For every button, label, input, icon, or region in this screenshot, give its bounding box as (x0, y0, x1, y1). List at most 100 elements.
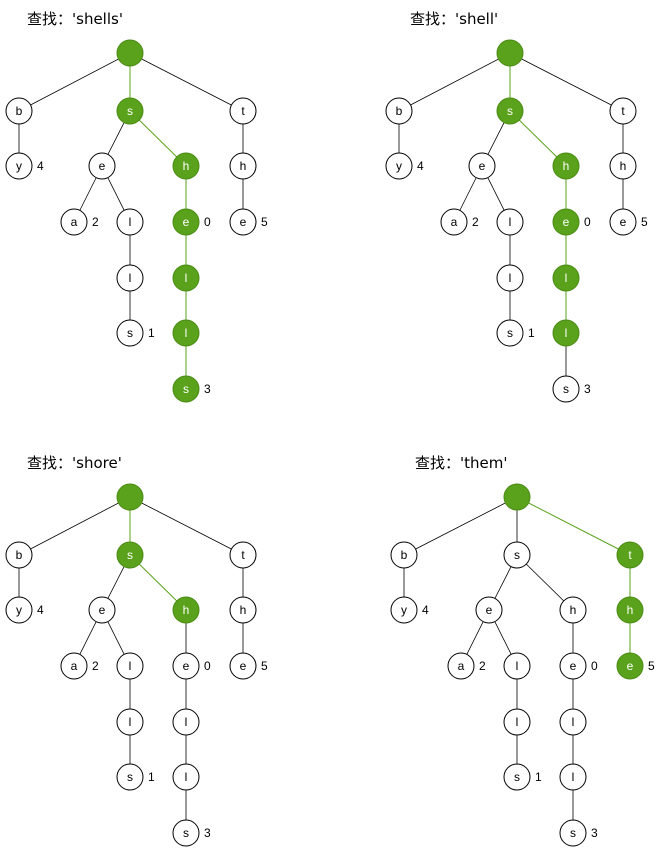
node-char-the: e (240, 659, 247, 673)
edge-root-b (403, 496, 518, 556)
node-char-sell: l (516, 715, 519, 729)
node-char-sells: s (127, 326, 133, 340)
node-char-th: h (620, 159, 627, 173)
node-char-se: e (486, 603, 493, 617)
node-t (609, 97, 637, 125)
node-value-she: 0 (584, 215, 591, 229)
node-root (503, 483, 531, 511)
panel-1-title: 查找：'shells' (27, 10, 123, 28)
node-char-s: s (127, 104, 133, 118)
node-value-by: 4 (37, 603, 44, 617)
node-by (385, 152, 413, 180)
node-value-she: 0 (204, 215, 211, 229)
node-char-sell: l (129, 271, 132, 285)
node-char-sell: l (509, 271, 512, 285)
node-shel (559, 708, 587, 736)
node-shells (172, 375, 200, 403)
node-sell (496, 264, 524, 292)
node-char-sh: h (570, 603, 577, 617)
node-char-the: e (620, 215, 627, 229)
node-she (172, 652, 200, 680)
node-sh (559, 596, 587, 624)
edge-root-t (516, 496, 631, 556)
node-sh (172, 596, 200, 624)
node-value-shells: 3 (591, 826, 598, 840)
node-char-she: e (183, 215, 190, 229)
node-char-b: b (401, 548, 408, 562)
node-b (385, 97, 413, 125)
node-value-sea: 2 (479, 659, 486, 673)
node-sell (116, 708, 144, 736)
node-char-shell: l (185, 326, 188, 340)
node-sh (552, 152, 580, 180)
node-sel (503, 652, 531, 680)
node-char-th: h (240, 603, 247, 617)
node-char-sells: s (127, 770, 133, 784)
node-char-sea: a (458, 659, 465, 673)
node-char-t: t (241, 104, 245, 118)
node-s (503, 541, 531, 569)
node-char-by: y (16, 603, 22, 617)
node-char-sel: l (129, 659, 132, 673)
node-sel (496, 208, 524, 236)
node-value-sells: 1 (535, 770, 542, 784)
panel-2-title: 查找：'shell' (410, 10, 499, 28)
node-b (390, 541, 418, 569)
panel-3-title: 查找：'shore' (27, 454, 122, 472)
node-she (552, 208, 580, 236)
node-shell (172, 763, 200, 791)
node-by (390, 596, 418, 624)
node-char-sh: h (183, 159, 190, 173)
node-sel (116, 652, 144, 680)
node-char-sh: h (183, 603, 190, 617)
node-t (616, 541, 644, 569)
edge-root-b (18, 496, 131, 556)
node-char-shells: s (183, 826, 189, 840)
node-she (559, 652, 587, 680)
node-char-sel: l (509, 215, 512, 229)
node-th (609, 152, 637, 180)
node-char-sel: l (129, 215, 132, 229)
edge-root-t (129, 496, 244, 556)
node-se (88, 596, 116, 624)
node-char-shel: l (185, 715, 188, 729)
node-root (496, 39, 524, 67)
node-char-by: y (396, 159, 402, 173)
node-char-th: h (627, 603, 634, 617)
node-char-t: t (621, 104, 625, 118)
node-th (229, 152, 257, 180)
node-sell (116, 264, 144, 292)
node-value-she: 0 (591, 659, 598, 673)
node-se (475, 596, 503, 624)
node-value-shells: 3 (584, 382, 591, 396)
node-char-shel: l (185, 271, 188, 285)
node-sea (60, 208, 88, 236)
node-the (616, 652, 644, 680)
node-by (5, 152, 33, 180)
edge-root-t (509, 52, 624, 112)
node-char-th: h (240, 159, 247, 173)
node-char-se: e (99, 159, 106, 173)
node-by (5, 596, 33, 624)
node-value-she: 0 (204, 659, 211, 673)
node-value-the: 5 (641, 215, 648, 229)
node-char-by: y (401, 603, 407, 617)
node-char-by: y (16, 159, 22, 173)
node-char-sea: a (451, 215, 458, 229)
node-b (5, 97, 33, 125)
node-she (172, 208, 200, 236)
node-shel (172, 264, 200, 292)
node-char-b: b (16, 104, 23, 118)
node-th (616, 596, 644, 624)
node-the (229, 652, 257, 680)
node-sel (116, 208, 144, 236)
node-char-the: e (240, 215, 247, 229)
node-root (116, 39, 144, 67)
node-value-sells: 1 (528, 326, 535, 340)
node-char-t: t (628, 548, 632, 562)
node-value-by: 4 (422, 603, 429, 617)
